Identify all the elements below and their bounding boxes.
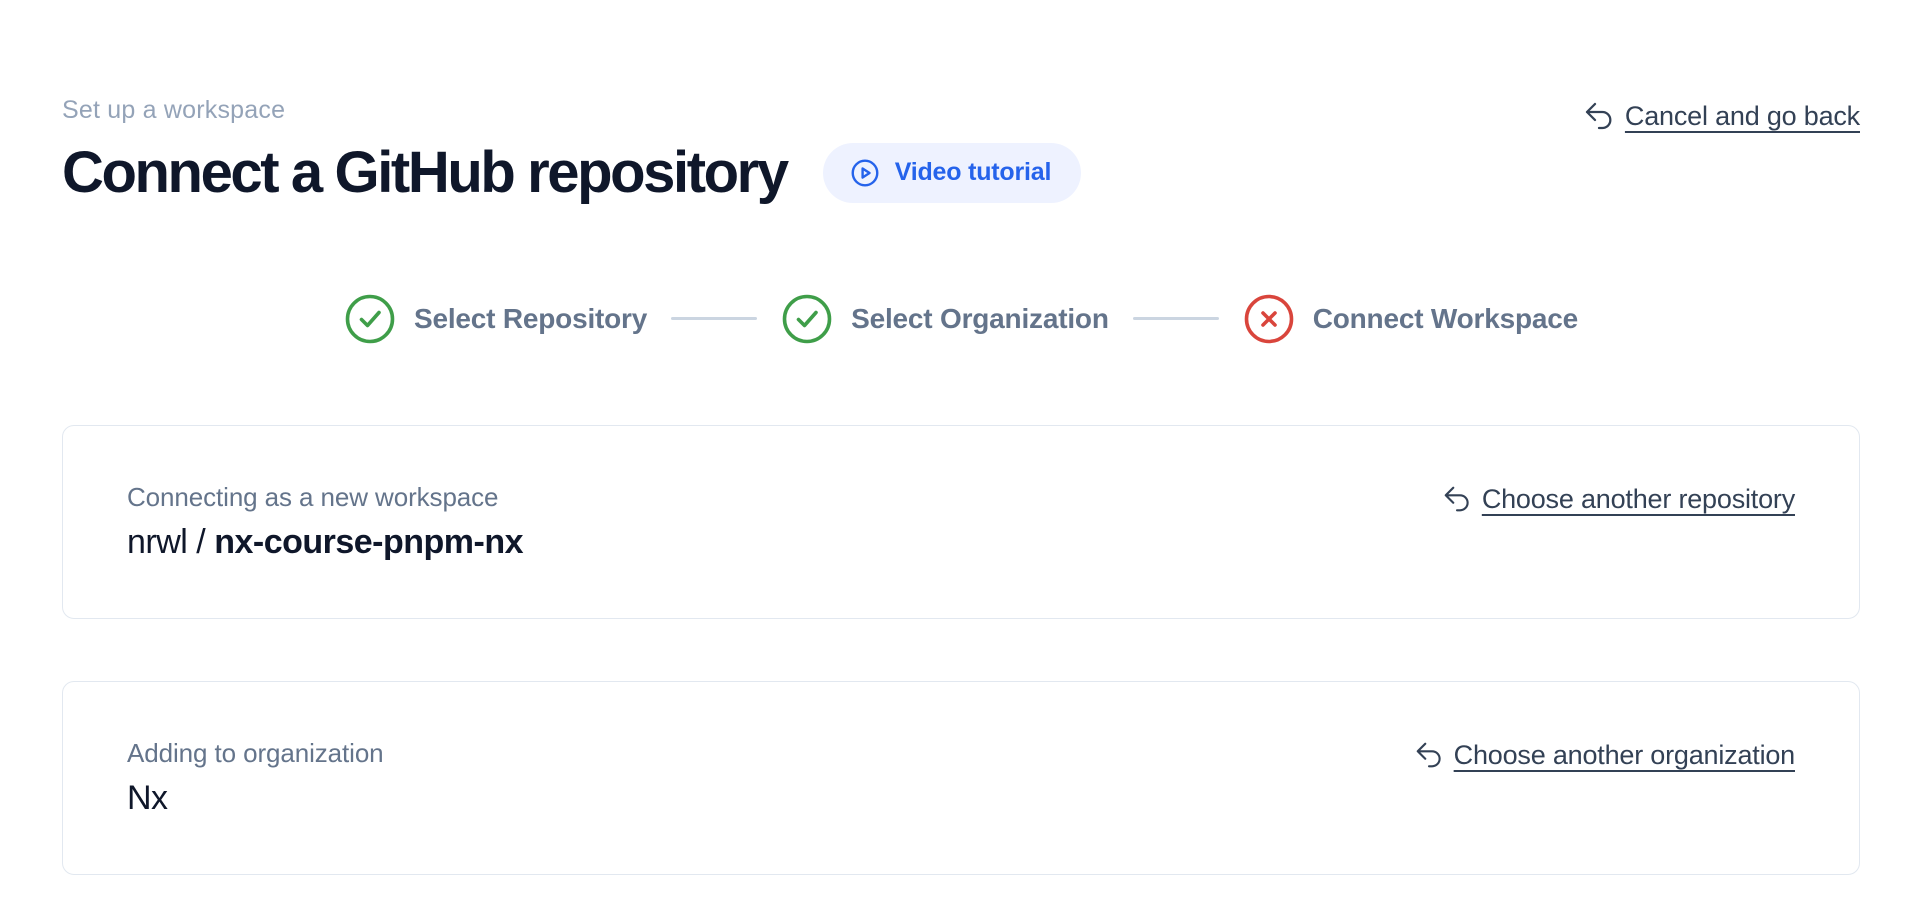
- step-select-repository: Select Repository: [344, 293, 647, 345]
- repository-name: nrwl / nx-course-pnpm-nx: [127, 522, 524, 562]
- eyebrow-label: Set up a workspace: [62, 96, 286, 124]
- video-tutorial-button[interactable]: Video tutorial: [822, 142, 1082, 203]
- stepper-connector: [671, 317, 758, 321]
- organization-card: Adding to organization Nx Choose another…: [62, 680, 1860, 875]
- choose-another-organization-link[interactable]: Choose another organization: [1414, 740, 1795, 771]
- repository-card-label: Connecting as a new workspace: [127, 481, 499, 512]
- organization-card-label: Adding to organization: [127, 737, 384, 768]
- title-row: Connect a GitHub repository Video tutori…: [62, 140, 1082, 205]
- step-label: Select Repository: [414, 302, 648, 334]
- selection-cards: Connecting as a new workspace nrwl / nx-…: [62, 424, 1860, 875]
- undo-icon: [1583, 100, 1615, 132]
- repository-repo: nx-course-pnpm-nx: [214, 522, 524, 561]
- step-label: Connect Workspace: [1312, 302, 1578, 334]
- cancel-and-go-back-link[interactable]: Cancel and go back: [1583, 100, 1860, 132]
- repository-org: nrwl: [127, 522, 188, 561]
- cancel-link-label: Cancel and go back: [1624, 100, 1860, 131]
- choose-another-organization-label: Choose another organization: [1453, 739, 1796, 770]
- step-label: Select Organization: [851, 302, 1109, 334]
- organization-name: Nx: [127, 778, 168, 817]
- step-connect-workspace: Connect Workspace: [1243, 293, 1578, 345]
- setup-stepper: Select Repository Select Organization Co…: [62, 293, 1860, 345]
- check-circle-icon: [781, 293, 833, 345]
- stepper-connector: [1132, 317, 1219, 321]
- undo-icon: [1414, 740, 1444, 770]
- page-header: Set up a workspace Connect a GitHub repo…: [62, 96, 1860, 205]
- x-circle-icon: [1243, 293, 1295, 345]
- header-titles: Set up a workspace Connect a GitHub repo…: [62, 96, 1082, 205]
- choose-another-repository-label: Choose another repository: [1481, 483, 1795, 514]
- choose-another-repository-link[interactable]: Choose another repository: [1442, 484, 1795, 515]
- page-title: Connect a GitHub repository: [62, 140, 789, 205]
- repository-card-info: Connecting as a new workspace nrwl / nx-…: [127, 481, 524, 562]
- repository-card: Connecting as a new workspace nrwl / nx-…: [62, 424, 1860, 619]
- organization-card-info: Adding to organization Nx: [127, 738, 384, 818]
- undo-icon: [1442, 484, 1472, 514]
- check-circle-icon: [344, 293, 396, 345]
- step-select-organization: Select Organization: [781, 293, 1109, 345]
- repository-separator: /: [187, 522, 215, 561]
- video-tutorial-label: Video tutorial: [894, 158, 1052, 187]
- play-circle-icon: [849, 157, 881, 189]
